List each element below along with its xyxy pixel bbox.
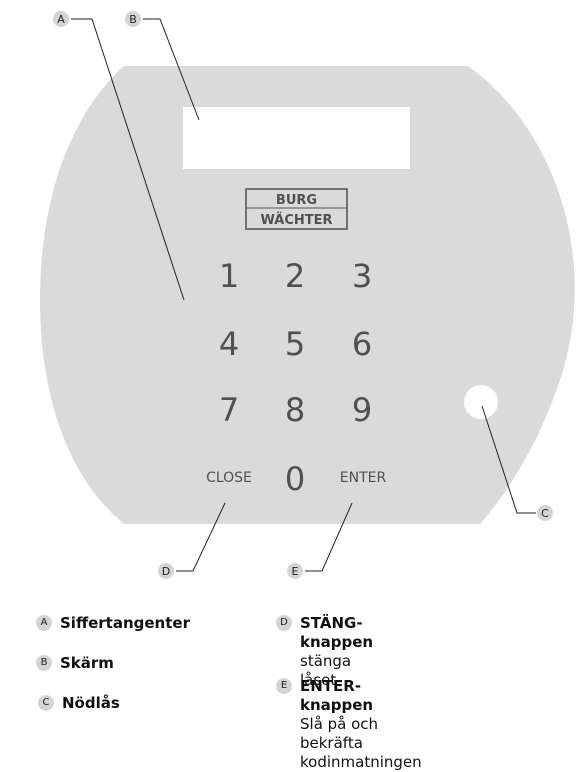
key-6[interactable]: 6 [352, 325, 372, 363]
key-3[interactable]: 3 [352, 257, 372, 295]
legend-title-a: Siffertangenter [60, 614, 190, 632]
key-4[interactable]: 4 [219, 325, 239, 363]
key-5[interactable]: 5 [285, 325, 305, 363]
callout-lines [71, 18, 536, 572]
svg-text:B: B [129, 13, 137, 26]
callout-c: C [537, 505, 553, 521]
logo-line-2: WÄCHTER [261, 212, 333, 228]
lock-panel [40, 66, 575, 524]
callout-a: A [53, 11, 69, 27]
display-screen [183, 107, 410, 169]
legend-title-e: ENTER-knappen [300, 677, 374, 714]
legend-badge-a: A [36, 615, 52, 631]
legend-title-c: Nödlås [62, 694, 120, 712]
legend-desc-e-line-2: kodinmatningen [300, 753, 422, 771]
callout-b: B [125, 11, 141, 27]
legend-badge-b: B [36, 655, 52, 671]
svg-text:D: D [162, 565, 170, 578]
logo-line-1: BURG [276, 193, 317, 208]
legend-badge-e: E [276, 678, 292, 694]
enter-key[interactable]: ENTER [340, 470, 387, 486]
emergency-lock [464, 385, 498, 419]
key-8[interactable]: 8 [285, 391, 305, 429]
callout-e: E [287, 563, 303, 579]
legend-title-b: Skärm [60, 654, 114, 672]
callout-d: D [158, 563, 174, 579]
legend-item-b: B Skärm [36, 654, 114, 673]
legend-item-c: C Nödlås [38, 694, 120, 713]
legend-item-e: E ENTER-knappen Slå på och bekräfta kodi… [276, 677, 422, 772]
close-key[interactable]: CLOSE [206, 470, 252, 486]
key-0[interactable]: 0 [285, 460, 305, 498]
digit-keys: 1 2 3 4 5 6 7 8 9 CLOSE 0 ENTER [206, 257, 386, 498]
legend-desc-d: stänga låset [300, 652, 352, 689]
legend-item-d: D STÄNG-knappen stänga låset [276, 614, 373, 690]
legend-item-a: A Siffertangenter [36, 614, 190, 633]
svg-text:C: C [541, 507, 549, 520]
key-2[interactable]: 2 [285, 257, 305, 295]
legend-title-d: STÄNG-knappen [300, 614, 374, 651]
svg-text:A: A [57, 13, 65, 26]
burg-wachter-logo: BURG WÄCHTER [245, 188, 348, 230]
svg-text:E: E [292, 565, 299, 578]
legend-badge-c: C [38, 695, 54, 711]
key-7[interactable]: 7 [219, 391, 239, 429]
lock-diagram: BURG WÄCHTER 1 2 3 4 5 6 7 8 9 CLOSE 0 E… [40, 11, 575, 579]
legend-badge-d: D [276, 615, 292, 631]
key-9[interactable]: 9 [352, 391, 372, 429]
legend-desc-e-line-1: Slå på och bekräfta [300, 715, 379, 752]
key-1[interactable]: 1 [219, 257, 239, 295]
